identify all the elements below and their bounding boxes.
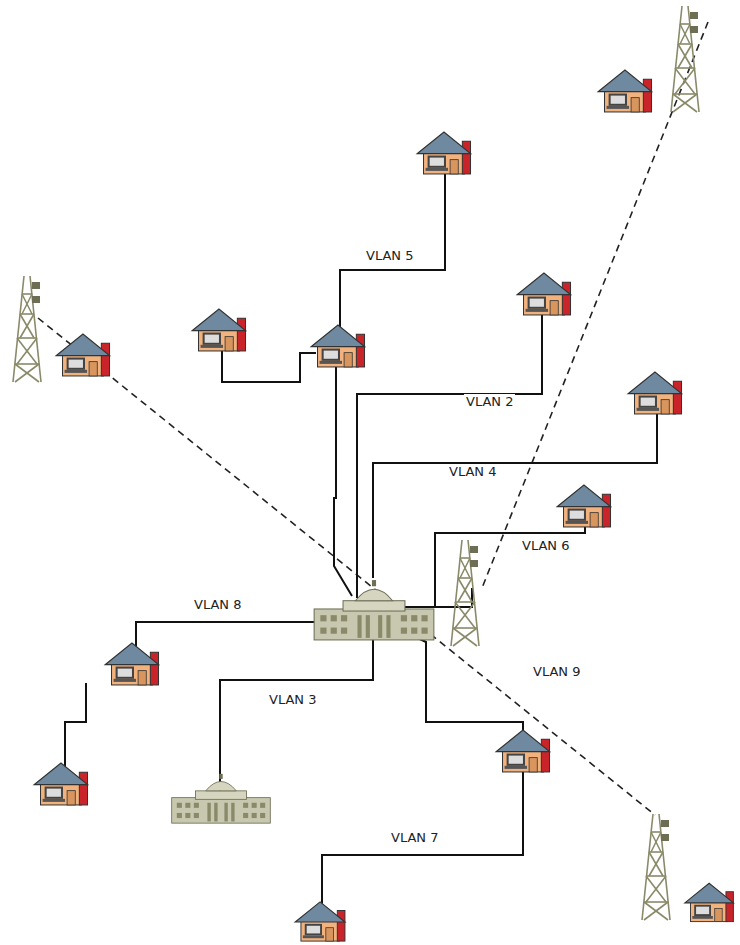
buildings — [172, 580, 434, 823]
vlan-label: VLAN 3 — [267, 692, 318, 708]
capitol-building — [172, 774, 271, 823]
house-icon — [685, 883, 734, 921]
house-icon — [192, 309, 245, 351]
house-icon — [417, 132, 470, 174]
house-icon — [628, 372, 681, 414]
vlan-label: VLAN 2 — [464, 394, 515, 410]
vlan-label: VLAN 5 — [364, 248, 415, 264]
radio-links — [38, 22, 708, 815]
house-icon — [598, 70, 651, 112]
cable-lines — [65, 172, 657, 906]
house-icon — [56, 334, 109, 376]
capitol-building — [314, 580, 434, 640]
radio-tower — [671, 6, 699, 112]
house-icon — [311, 325, 364, 367]
house-icon — [105, 643, 158, 685]
vlan-label: VLAN 9 — [531, 664, 582, 680]
radio-tower — [451, 540, 479, 646]
house-icon — [295, 902, 345, 941]
house-icon — [34, 763, 87, 805]
house-icon — [517, 273, 570, 315]
radio-tower — [642, 814, 670, 920]
radio-tower — [13, 276, 41, 382]
vlan-label: VLAN 7 — [389, 830, 440, 846]
houses — [34, 70, 733, 941]
house-icon — [557, 485, 610, 527]
vlan-label: VLAN 4 — [447, 464, 498, 480]
towers — [13, 6, 699, 920]
vlan-label: VLAN 6 — [520, 538, 571, 554]
vlan-label: VLAN 8 — [192, 597, 243, 613]
house-icon — [496, 730, 549, 772]
